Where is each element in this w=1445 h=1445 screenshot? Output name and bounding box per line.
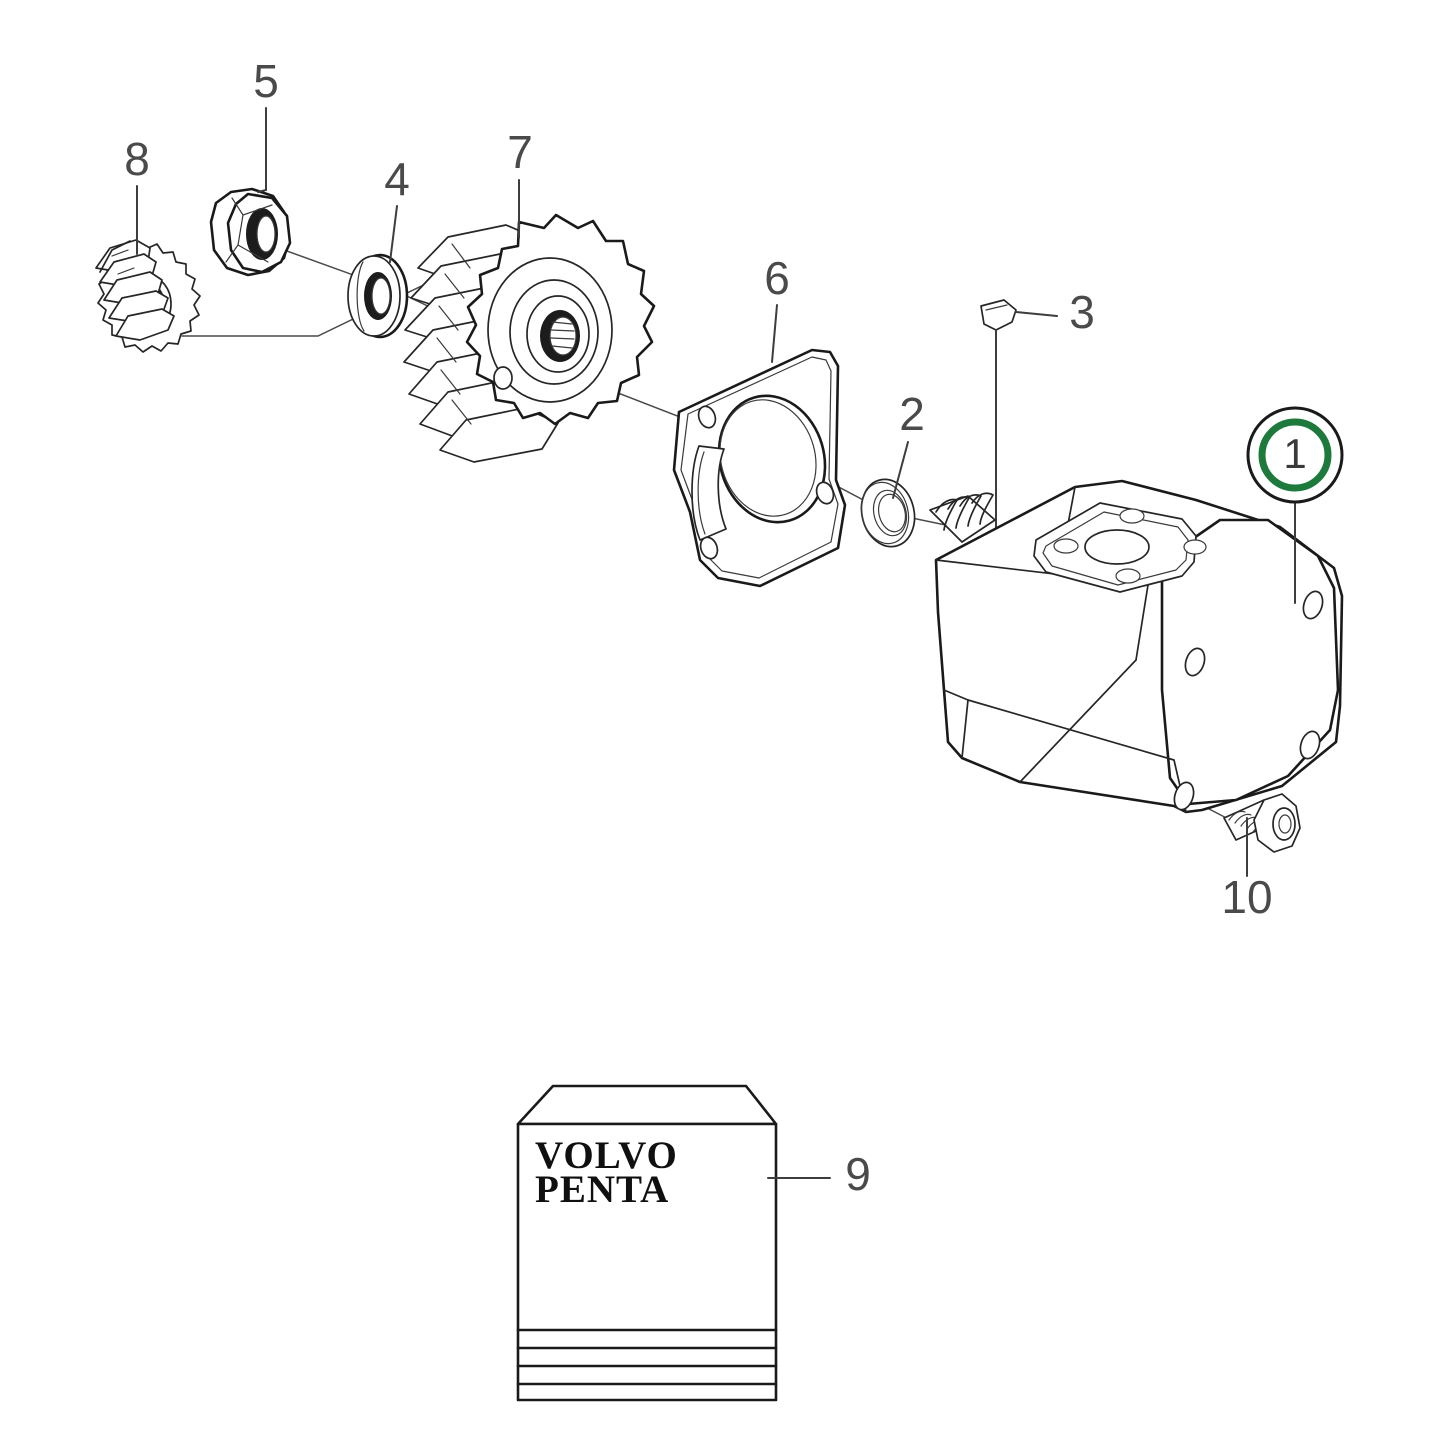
part-pinion-gear[interactable] xyxy=(95,239,201,353)
box-brand-line-2: PENTA xyxy=(535,1168,669,1211)
pump-shaft-thread xyxy=(929,492,996,543)
callout-1[interactable]: 1 xyxy=(1246,406,1344,504)
leader-5 xyxy=(257,107,267,193)
leader-2 xyxy=(892,441,909,499)
callout-6-label[interactable]: 6 xyxy=(764,252,790,304)
callout-7-label[interactable]: 7 xyxy=(507,126,533,178)
callout-4-label[interactable]: 4 xyxy=(384,153,410,205)
leader-3 xyxy=(1015,311,1058,317)
callout-3-label[interactable]: 3 xyxy=(1069,286,1095,338)
callout-8-label[interactable]: 8 xyxy=(124,133,150,185)
part-cap-screw[interactable] xyxy=(1223,793,1301,853)
callout-10-label[interactable]: 10 xyxy=(1221,871,1272,923)
callout-1-label: 1 xyxy=(1283,430,1306,477)
part-volvo-penta-box[interactable]: VOLVO PENTA xyxy=(516,1084,778,1402)
part-pump-body[interactable] xyxy=(929,479,1344,814)
callout-2-label[interactable]: 2 xyxy=(899,388,925,440)
part-gasket-plate[interactable] xyxy=(672,348,847,588)
part-hex-bushing[interactable] xyxy=(209,187,292,277)
callout-leaders xyxy=(136,107,1296,1179)
box-brand-line-1: VOLVO xyxy=(535,1134,678,1177)
part-woodruff-key[interactable] xyxy=(980,299,1017,533)
callout-9-label[interactable]: 9 xyxy=(845,1148,871,1200)
part-drive-gear[interactable] xyxy=(403,213,656,463)
callout-5-label[interactable]: 5 xyxy=(253,55,279,107)
part-seal-ring[interactable] xyxy=(855,474,922,553)
callout-labels: 1 2 3 4 5 6 7 8 9 10 xyxy=(124,55,1344,1200)
leader-6 xyxy=(771,304,778,363)
part-washer[interactable] xyxy=(347,253,409,339)
leader-4 xyxy=(389,205,398,263)
